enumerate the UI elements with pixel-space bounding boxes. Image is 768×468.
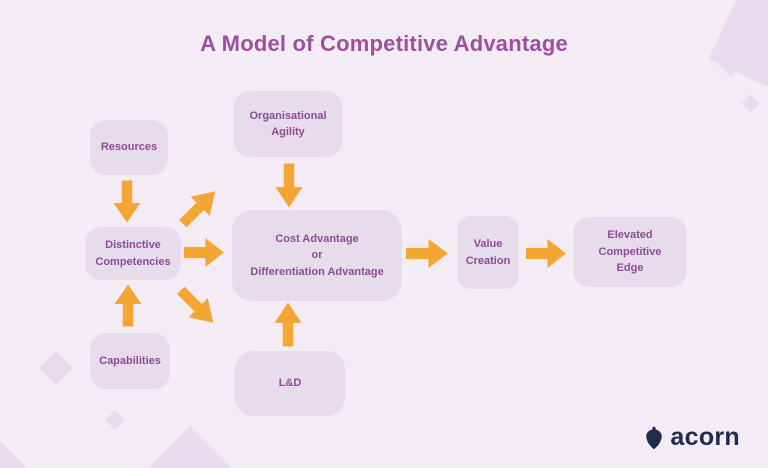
- node-value-creation: Value Creation: [457, 216, 519, 289]
- node-resources-label: Resources: [100, 141, 158, 154]
- node-cost-or-differentiation-advantage: Cost Advantage or Differentiation Advant…: [232, 210, 402, 301]
- arrow-resources-to-distinctive-icon: [113, 180, 141, 223]
- deco-corner-shape-bottom-left: [0, 438, 37, 468]
- deco-diamond-top-right-2: [741, 94, 760, 113]
- node-value-creation-label: Value Creation: [465, 238, 511, 267]
- acorn-icon: [644, 426, 664, 450]
- arrow-ld-to-advantage-icon: [274, 302, 302, 347]
- node-resources: Resources: [90, 120, 168, 175]
- arrow-capabilities-to-distinctive-icon: [114, 284, 142, 327]
- node-capabilities-label: Capabilities: [99, 354, 161, 367]
- node-elevated-competitive-edge: Elevated Competitive Edge: [573, 217, 687, 287]
- node-cost-or-differentiation-advantage-label: Cost Advantage or Differentiation Advant…: [250, 232, 384, 278]
- page-title: A Model of Competitive Advantage: [200, 31, 568, 56]
- brand-logo: acorn: [644, 423, 740, 452]
- arrow-orgagility-to-advantage-icon: [275, 163, 303, 208]
- arrow-value-to-elevated-icon: [526, 239, 566, 268]
- deco-diamond-bottom-left-2: [105, 410, 125, 430]
- node-organisational-agility-label: Organisational Agility: [249, 109, 327, 139]
- deco-diamond-bottom-left-1: [39, 351, 73, 385]
- node-organisational-agility: Organisational Agility: [233, 91, 343, 157]
- arrow-distinctive-to-ld-icon: [171, 281, 223, 333]
- node-distinctive-competencies: Distinctive Competencies: [85, 227, 181, 280]
- arrow-distinctive-to-advantage-icon: [184, 238, 224, 267]
- node-elevated-competitive-edge-label: Elevated Competitive Edge: [598, 229, 662, 275]
- arrow-distinctive-to-orgagility-icon: [173, 182, 225, 234]
- brand-logo-text: acorn: [670, 423, 740, 451]
- arrow-advantage-to-value-icon: [406, 239, 448, 268]
- node-distinctive-competencies-label: Distinctive Competencies: [95, 239, 171, 268]
- node-capabilities: Capabilities: [90, 333, 170, 389]
- node-ld: L&D: [235, 351, 345, 416]
- node-ld-label: L&D: [278, 377, 302, 390]
- deco-corner-shape-bottom-center: [91, 426, 289, 468]
